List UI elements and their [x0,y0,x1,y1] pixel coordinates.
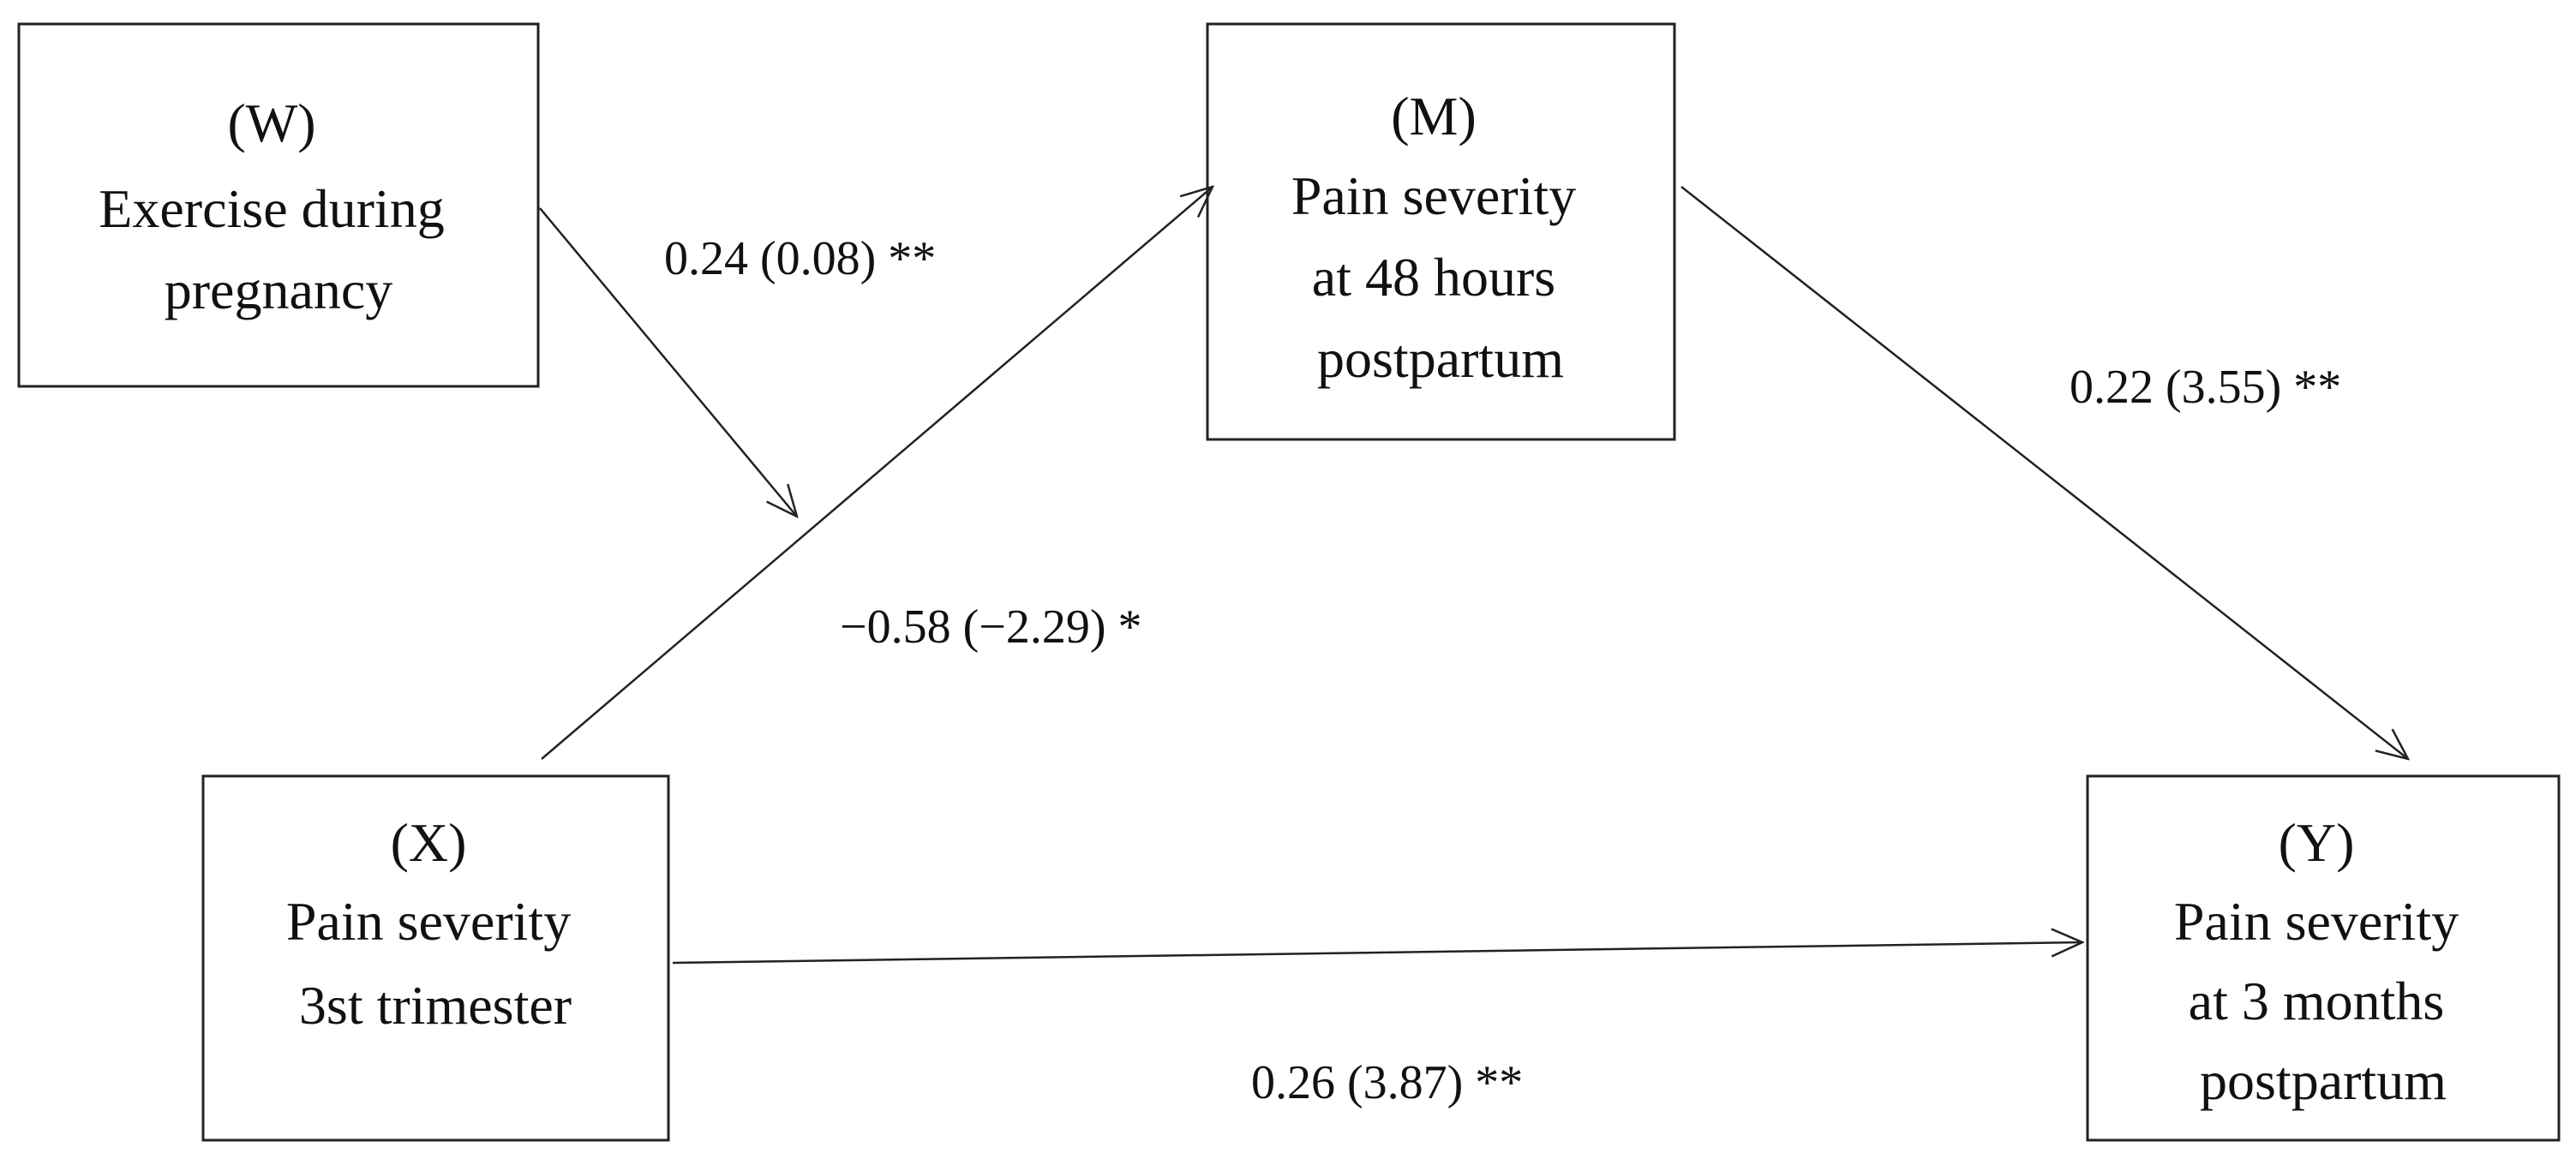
box-w-line-2: pregnancy [165,260,393,320]
box-m-tag: (M) [1391,86,1477,146]
svg-text:(M) Pain severity: (M) Pain severity at 48 hours postpartum [1291,86,1590,389]
coef-w-path: 0.24 (0.08) ** [664,232,936,285]
box-x-tag: (X) [391,812,467,873]
svg-text:(X) Pain severity: (X) Pain severity 3st trimester [286,812,584,1036]
box-y-line-2: at 3 months [2189,971,2445,1031]
box-m-line-1: Pain severity [1291,165,1576,226]
box-x-pain-3rd-trimester: (X) Pain severity 3st trimester [201,774,670,1142]
box-m-line-2: at 48 hours [1312,247,1555,308]
box-y-line-1: Pain severity [2174,891,2459,952]
box-y-line-3: postpartum [2200,1050,2447,1111]
box-w-tag: (W) [227,93,315,153]
box-w-exercise: (W) Exercise during pregnancy [17,22,540,388]
svg-text:(Y) Pain severity: (Y) Pain severity at 3 months postpartum [2174,812,2472,1111]
box-y-tag: (Y) [2279,812,2355,873]
box-y-pain-3-months: (Y) Pain severity at 3 months postpartum [2086,774,2561,1142]
arrow-x-to-m [541,187,1213,760]
svg-text:(W) Exercise during: (W) Exercise during pregnancy [99,93,458,320]
box-m-pain-48h: (M) Pain severity at 48 hours postpartum [1206,22,1676,441]
coef-m-to-y: 0.22 (3.55) ** [2070,361,2341,414]
box-m-line-3: postpartum [1317,328,1564,389]
coef-x-to-m: −0.58 (−2.29) * [840,600,1141,654]
arrow-w-to-xm-path [539,207,797,517]
box-x-line-2: 3st trimester [299,975,572,1036]
box-x-line-1: Pain severity [286,891,571,952]
arrow-x-to-y [672,942,2082,965]
box-w-line-1: Exercise during [99,178,444,239]
arrow-m-to-y [1680,186,2408,759]
coef-x-to-y: 0.26 (3.87) ** [1251,1056,1523,1109]
